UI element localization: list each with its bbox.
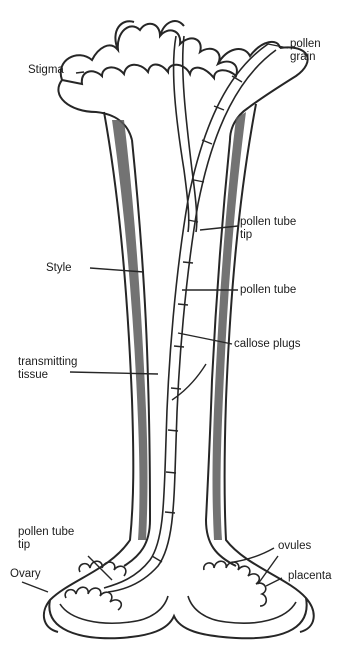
label-transmitting-tissue: transmitting tissue <box>18 356 77 382</box>
ovules-right <box>204 561 267 606</box>
label-ovary: Ovary <box>10 568 41 581</box>
label-pollen-tube-tip-top: pollen tube tip <box>240 216 296 242</box>
tissue-band-left <box>112 120 148 540</box>
label-ovules: ovules <box>278 540 311 553</box>
pointer-stigma <box>76 72 84 73</box>
pointer-ovules-2 <box>258 556 278 584</box>
ovules-left-upper <box>79 561 126 576</box>
label-pollen-grain: pollen grain <box>290 38 321 64</box>
pointer-pollen-tube-tip-bottom <box>88 556 112 580</box>
stigma-surface <box>61 24 237 84</box>
label-stigma: Stigma <box>28 64 64 77</box>
ovary-wall <box>49 598 306 638</box>
pointer-transmitting-tissue <box>70 372 158 374</box>
label-style: Style <box>46 262 72 275</box>
label-pollen-tube: pollen tube <box>240 284 296 297</box>
label-pollen-tube-tip-bottom: pollen tube tip <box>18 526 74 552</box>
stigma-top-lobes <box>115 21 280 64</box>
ovary-inner-right <box>188 596 296 623</box>
label-callose-plugs: callose plugs <box>234 338 300 351</box>
pointer-placenta <box>266 578 282 586</box>
pollen-tube-main <box>104 44 276 592</box>
label-placenta: placenta <box>288 570 331 583</box>
pointer-ovary <box>22 582 48 592</box>
pointer-lines <box>22 44 288 592</box>
